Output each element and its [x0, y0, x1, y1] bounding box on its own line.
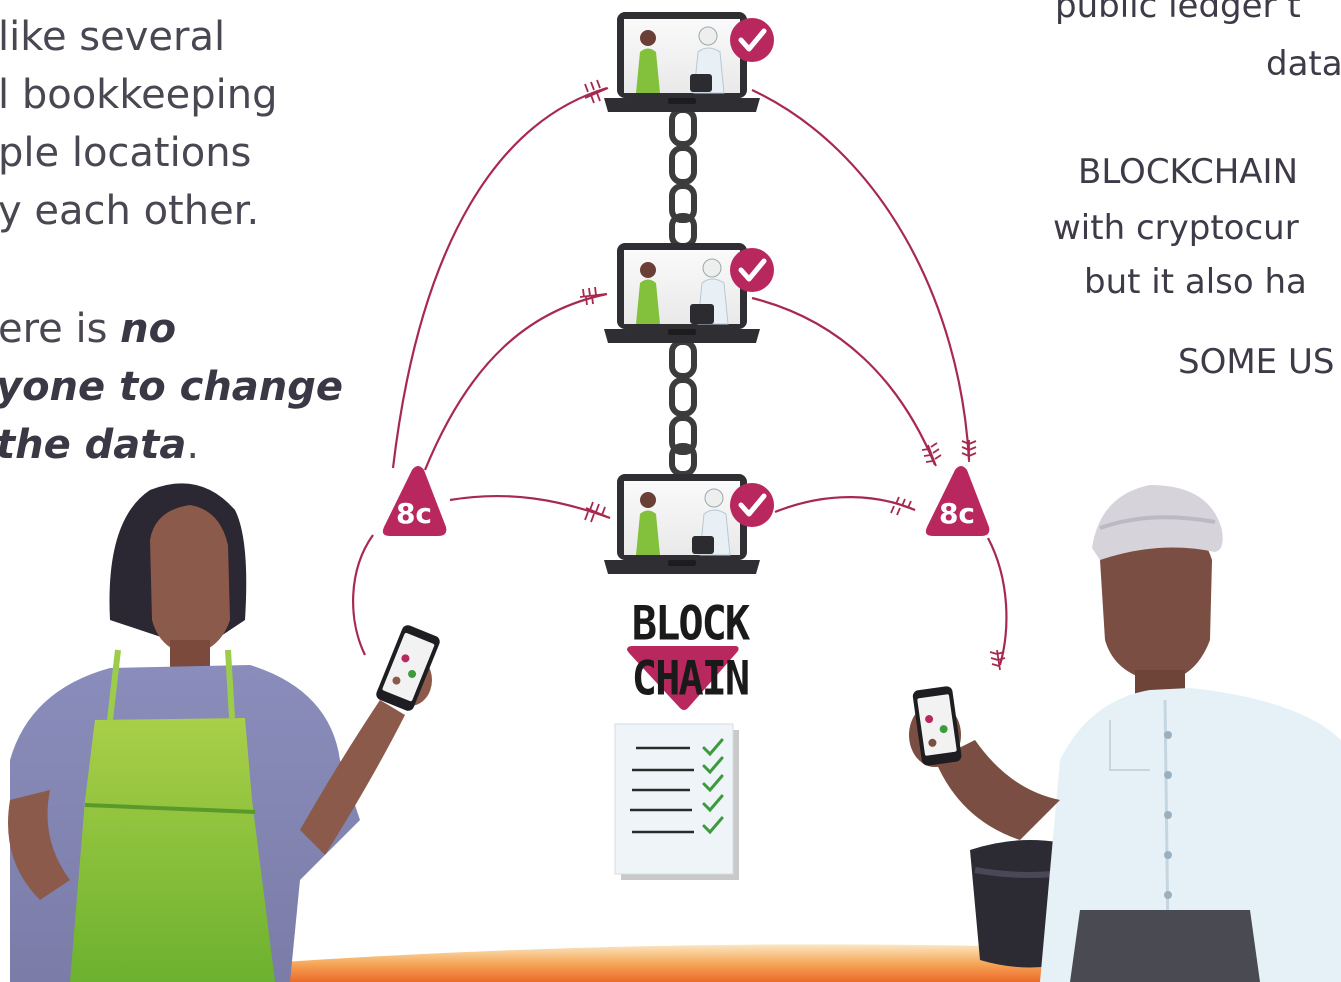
check-icon-top	[730, 18, 774, 62]
left-text-line-6: yone to change	[0, 364, 344, 410]
coin-token-icon-left: 8c	[382, 466, 447, 536]
man-with-phone	[909, 485, 1341, 982]
left-text-line-5-pre: ere is	[0, 306, 121, 352]
right-text-line-1: public ledger t	[1055, 0, 1301, 26]
right-text-line-2: data	[1266, 44, 1341, 84]
left-text-line-7-post: .	[186, 422, 200, 468]
laptop-icon-top	[604, 12, 760, 112]
left-text-line-5-emphasis: no	[120, 306, 177, 352]
right-text-line-6: SOME US	[1178, 342, 1335, 382]
arrow-left-to-bottom	[449, 495, 611, 520]
phone-icon-right	[912, 686, 962, 766]
check-icon-middle	[730, 248, 774, 292]
left-text-line-7-emphasis: the data	[0, 422, 187, 468]
token-label-left: 8c	[396, 497, 432, 530]
arrow-middle-to-right	[751, 296, 937, 466]
right-text-line-5: but it also ha	[1084, 262, 1307, 302]
left-text-line-5: ere is no	[0, 300, 176, 358]
laptop-icon-bottom	[604, 474, 760, 574]
blockchain-label: BLOCK CHAIN	[631, 596, 750, 706]
transaction-arrows	[352, 86, 1008, 666]
token-label-right: 8c	[939, 497, 975, 530]
arrow-right-token-to-phone	[987, 537, 1008, 666]
left-text-line-7: the data.	[0, 416, 199, 474]
phone-icon-left	[376, 625, 440, 711]
down-arrow-icon	[627, 646, 739, 710]
laptop-icon-middle	[604, 243, 760, 343]
coin-token-icon-right: 8c	[925, 466, 990, 536]
arrow-left-to-middle	[423, 292, 608, 471]
right-text-line-3: BLOCKCHAIN	[1078, 152, 1299, 192]
left-text-line-3: ple locations	[0, 130, 252, 176]
arrow-top-to-right	[751, 89, 971, 461]
left-text-line-2: l bookkeeping	[0, 72, 278, 118]
woman-with-phone	[8, 483, 440, 982]
check-icon-bottom	[730, 483, 774, 527]
right-text-line-4: with cryptocur	[1053, 208, 1299, 248]
arrow-fletchings	[579, 79, 1006, 671]
arrow-left-to-top	[391, 86, 608, 469]
ledger-document-icon	[614, 723, 739, 880]
arrow-phone-to-left-token	[352, 534, 374, 656]
left-text-line-1: like several	[0, 14, 226, 60]
left-text-line-4: y each other.	[0, 188, 260, 234]
arrow-bottom-to-right	[774, 496, 916, 514]
